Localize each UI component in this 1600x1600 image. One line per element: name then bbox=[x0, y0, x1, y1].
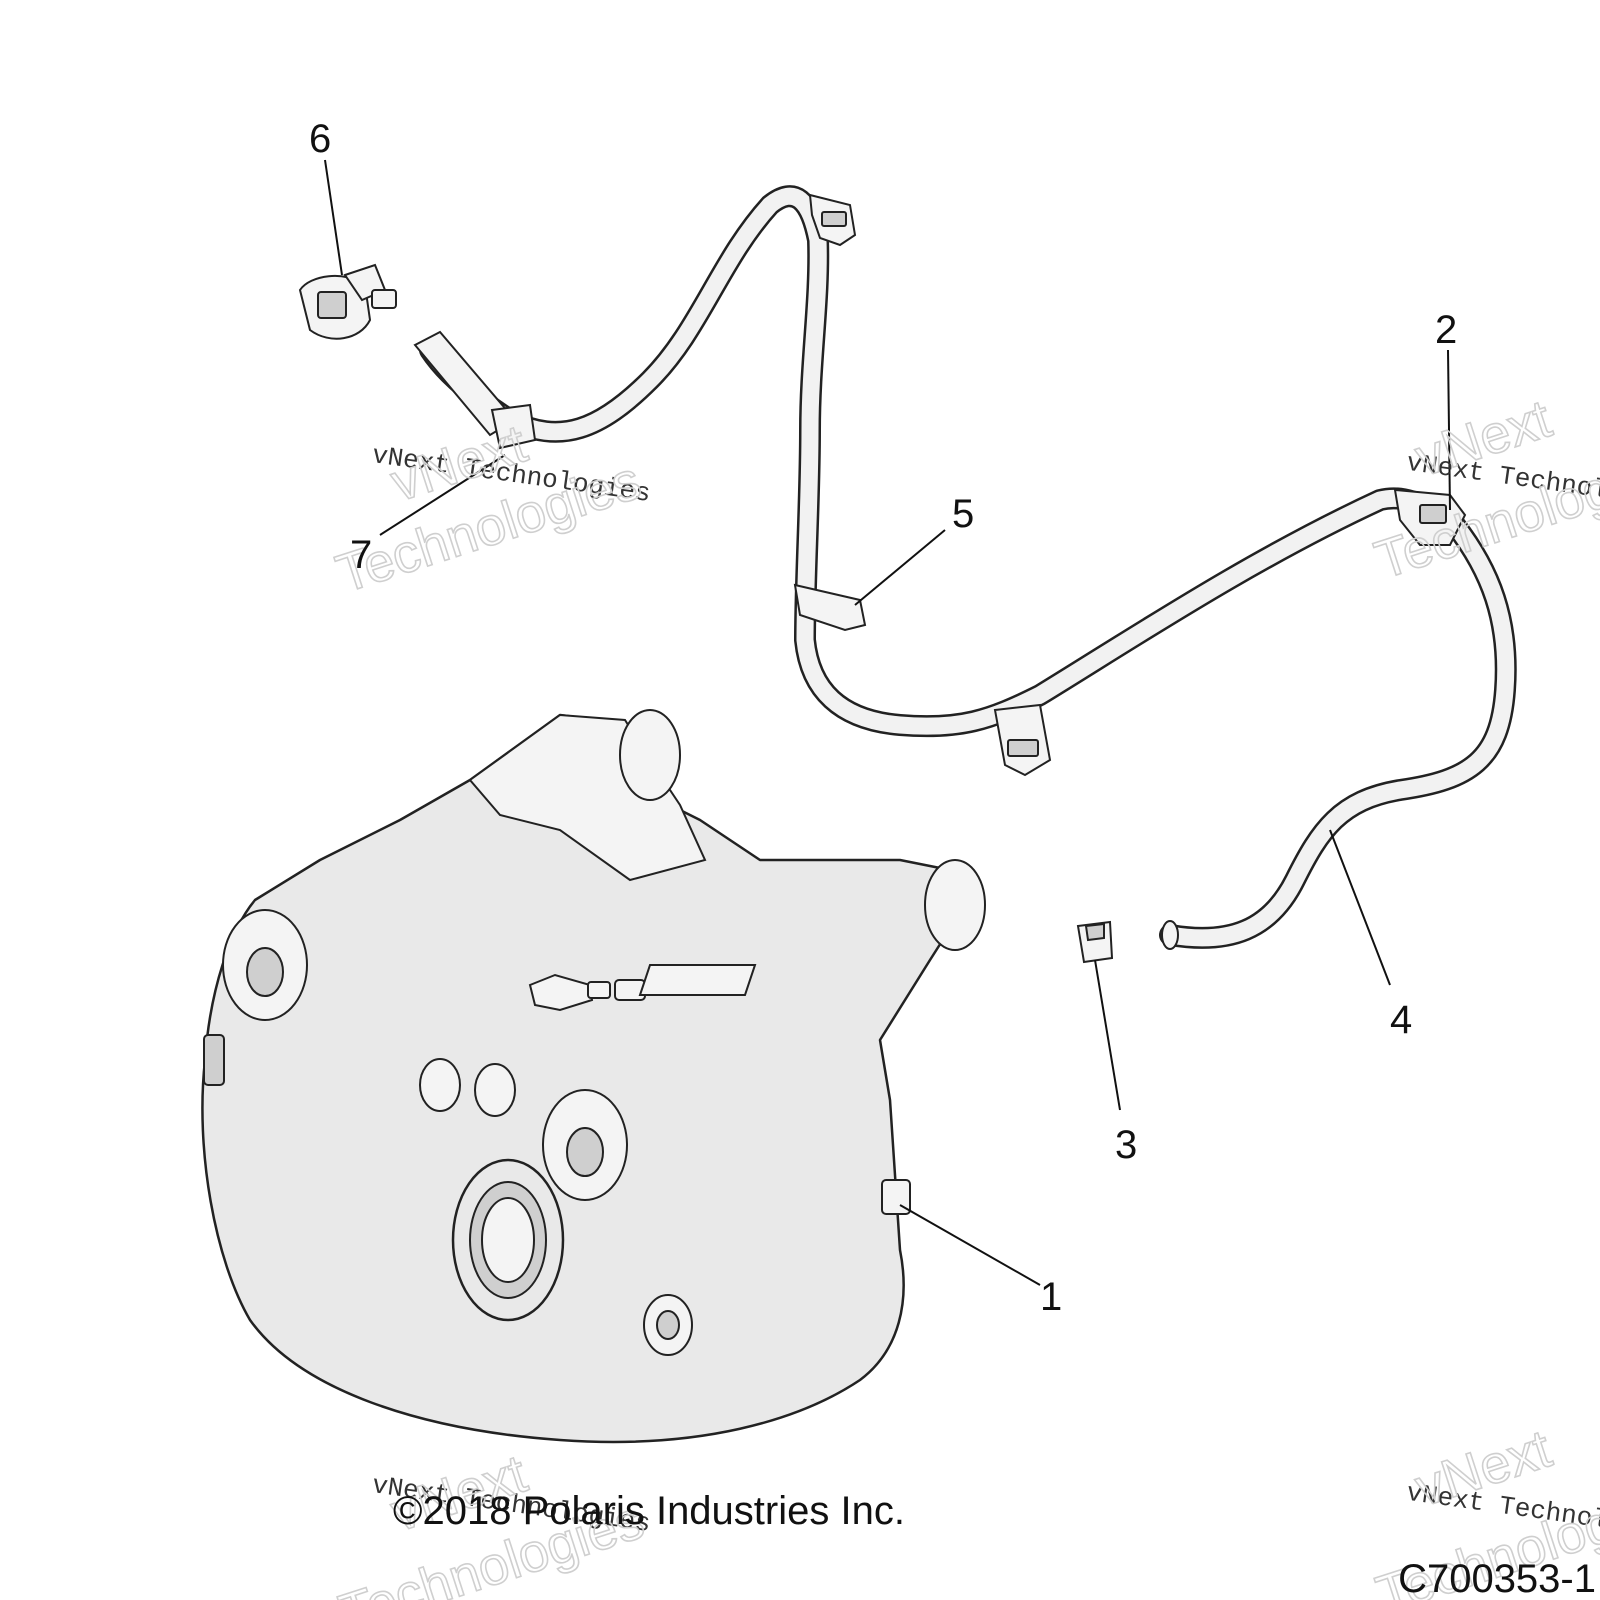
leader-4 bbox=[1329, 829, 1391, 986]
hose-clip-lower bbox=[993, 703, 1052, 777]
vent-hose bbox=[419, 185, 1517, 950]
leader-lines bbox=[324, 159, 1451, 1286]
watermark-outline-top-right: vNext Technologies bbox=[1367, 388, 1600, 592]
drawing-number: C700353-1 bbox=[1398, 1557, 1596, 1600]
callout-5: 5 bbox=[952, 492, 974, 536]
callout-labels: 1 2 3 4 5 6 7 bbox=[309, 117, 1457, 1319]
callout-1: 1 bbox=[1040, 1275, 1062, 1319]
hose-clip-upper bbox=[808, 193, 857, 247]
leader-3 bbox=[1094, 959, 1121, 1111]
leader-1 bbox=[899, 1204, 1041, 1286]
footer: ©2018 Polaris Industries Inc. C700353-1 bbox=[393, 1489, 1596, 1600]
short-hose-part-7 bbox=[413, 330, 537, 450]
copyright-text: ©2018 Polaris Industries Inc. bbox=[393, 1489, 905, 1533]
callout-3: 3 bbox=[1115, 1123, 1137, 1167]
leader-2 bbox=[1447, 349, 1451, 511]
leader-5 bbox=[854, 529, 946, 606]
callout-4: 4 bbox=[1390, 998, 1412, 1042]
callout-7: 7 bbox=[350, 533, 372, 577]
vent-fitting-part-6 bbox=[298, 263, 397, 340]
leader-6 bbox=[324, 159, 343, 276]
callout-6: 6 bbox=[309, 117, 331, 161]
callout-2: 2 bbox=[1435, 308, 1457, 352]
hose-clip-middle bbox=[793, 583, 867, 632]
gearcase-housing bbox=[201, 709, 986, 1444]
leader-7 bbox=[379, 454, 506, 536]
fitting-part-3 bbox=[1076, 920, 1114, 964]
